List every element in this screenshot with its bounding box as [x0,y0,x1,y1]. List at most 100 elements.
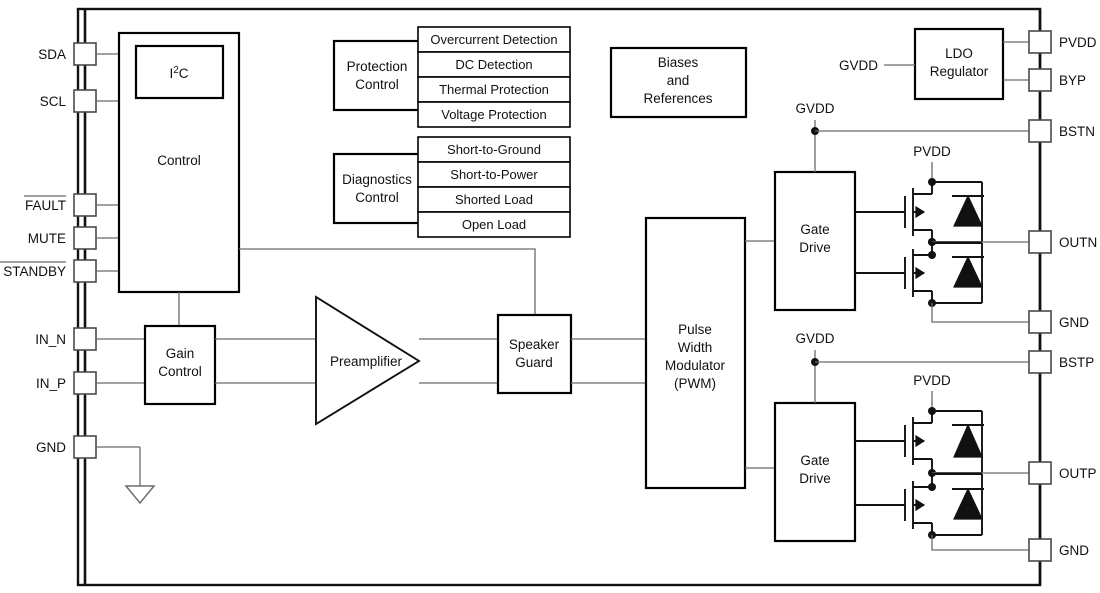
protection-item-0: Overcurrent Detection [430,32,557,47]
protection-item-3: Voltage Protection [441,107,547,122]
wire-control-to-speaker-guard [239,248,536,315]
diagnostics-control-label-1: Diagnostics [342,172,412,187]
pin-label-in-n: IN_N [35,332,66,347]
i2c-block[interactable] [134,44,225,100]
protection-items-list: Overcurrent Detection DC Detection Therm… [417,26,571,128]
gate-drive-top-label-1: Drive [799,240,831,255]
ground-symbol [124,485,156,505]
preamplifier-triangle[interactable] [315,295,421,426]
protection-control-label-2: Control [355,77,399,92]
speaker-guard-label-1: Guard [515,355,553,370]
biases-label-1: and [667,73,690,88]
pin-label-scl: SCL [40,94,67,109]
protection-item-2: Thermal Protection [439,82,549,97]
pin-label-mute: MUTE [28,231,66,246]
pin-sda[interactable]: SDA [38,42,119,66]
pwm-label-1: Width [678,340,713,355]
left-pin-group: SDA SCL FAULT MUTE STANDBY [0,42,156,505]
diagnostics-control-block[interactable] [332,152,423,225]
diagnostics-item-0: Short-to-Ground [447,142,541,157]
mosfet-high-side-bottom [855,411,933,473]
diagnostics-control-label-2: Control [355,190,399,205]
speaker-guard-block[interactable] [496,313,573,395]
diagnostics-item-2: Shorted Load [455,192,533,207]
diagnostics-item-1: Short-to-Power [450,167,538,182]
mosfet-high-side-top [855,182,936,246]
pin-label-standby: STANDBY [3,264,66,279]
pin-label-bstp: BSTP [1059,355,1094,370]
pin-byp[interactable]: BYP [1028,68,1086,92]
pin-bstn[interactable]: BSTN [1028,119,1095,143]
pin-label-in-p: IN_P [36,376,66,391]
gain-control-block[interactable] [143,324,217,406]
pwm-label-0: Pulse [678,322,712,337]
body-diode-low-side-bottom [932,473,984,536]
pin-label-gnd-left: GND [36,440,66,455]
diagnostics-item-row[interactable] [417,136,571,163]
pin-label-gnd-top-right: GND [1059,315,1089,330]
right-pin-group: PVDD BYP BSTN OUTN GND BSTP OUTP GND [1028,30,1097,562]
protection-control-block[interactable] [332,39,423,112]
preamplifier-label: Preamplifier [330,354,403,369]
gate-drive-bottom-label-1: Drive [799,471,831,486]
wire-to-gnd-bottom [931,535,1029,551]
pin-gnd-top-right[interactable]: GND [1028,310,1089,334]
pwm-label-2: Modulator [665,358,726,373]
protection-item-row[interactable] [417,76,571,103]
pwm-label-3: (PWM) [674,376,716,391]
protection-item-row[interactable] [417,51,571,78]
ldo-input-rail-label: GVDD [839,58,878,73]
pvdd-label-top: PVDD [913,144,951,159]
pvdd-label-bottom: PVDD [913,373,951,388]
gate-drive-bottom-label-0: Gate [800,453,829,468]
pin-fault[interactable]: FAULT [24,193,119,217]
pin-outn[interactable]: OUTN [1028,230,1097,254]
pin-scl[interactable]: SCL [40,89,119,113]
diagnostics-item-row[interactable] [417,211,571,238]
gate-drive-bottom-block[interactable] [773,401,857,543]
diagnostics-item-3: Open Load [462,217,526,232]
body-diode-low-side-top [932,242,984,304]
i2c-block-label: I2C [169,65,188,81]
mosfet-low-side-top [855,243,936,307]
pin-bstp[interactable]: BSTP [1028,350,1094,374]
diagnostics-items-list: Short-to-Ground Short-to-Power Shorted L… [417,136,571,238]
pin-standby[interactable]: STANDBY [0,259,119,283]
pin-pvdd[interactable]: PVDD [1028,30,1097,54]
pin-label-pvdd: PVDD [1059,35,1097,50]
ldo-regulator-block[interactable] [913,27,1005,101]
protection-item-row[interactable] [417,26,571,53]
speaker-guard-label-0: Speaker [509,337,560,352]
ldo-label-1: Regulator [930,64,989,79]
gate-drive-top-block[interactable] [773,170,857,312]
pin-label-outn: OUTN [1059,235,1097,250]
gvdd-label-bottom: GVDD [795,331,834,346]
gate-drive-top-label-0: Gate [800,222,829,237]
body-diode-high-side-bottom [932,410,984,474]
diagnostics-item-row[interactable] [417,161,571,188]
biases-references-block[interactable] [609,46,748,119]
control-block-label: Control [157,153,201,168]
biases-label-0: Biases [658,55,699,70]
body-diode-high-side-top [932,181,984,243]
pin-label-outp: OUTP [1059,466,1097,481]
gain-control-label-0: Gain [166,346,195,361]
wire-to-gnd-top [931,303,1029,323]
pin-gnd-left[interactable]: GND [36,435,156,505]
protection-item-row[interactable] [417,101,571,128]
mosfet-low-side-bottom [855,474,936,539]
pwm-block[interactable] [644,216,747,490]
gain-control-label-1: Control [158,364,202,379]
pin-gnd-bottom-right[interactable]: GND [1028,538,1089,562]
pin-in-p[interactable]: IN_P [36,371,145,395]
protection-item-1: DC Detection [455,57,532,72]
protection-control-label-1: Protection [347,59,408,74]
gvdd-label-top: GVDD [795,101,834,116]
pin-mute[interactable]: MUTE [28,226,119,250]
pin-label-fault: FAULT [25,198,66,213]
biases-label-2: References [643,91,712,106]
pin-outp[interactable]: OUTP [1028,461,1097,485]
pin-in-n[interactable]: IN_N [35,327,145,351]
